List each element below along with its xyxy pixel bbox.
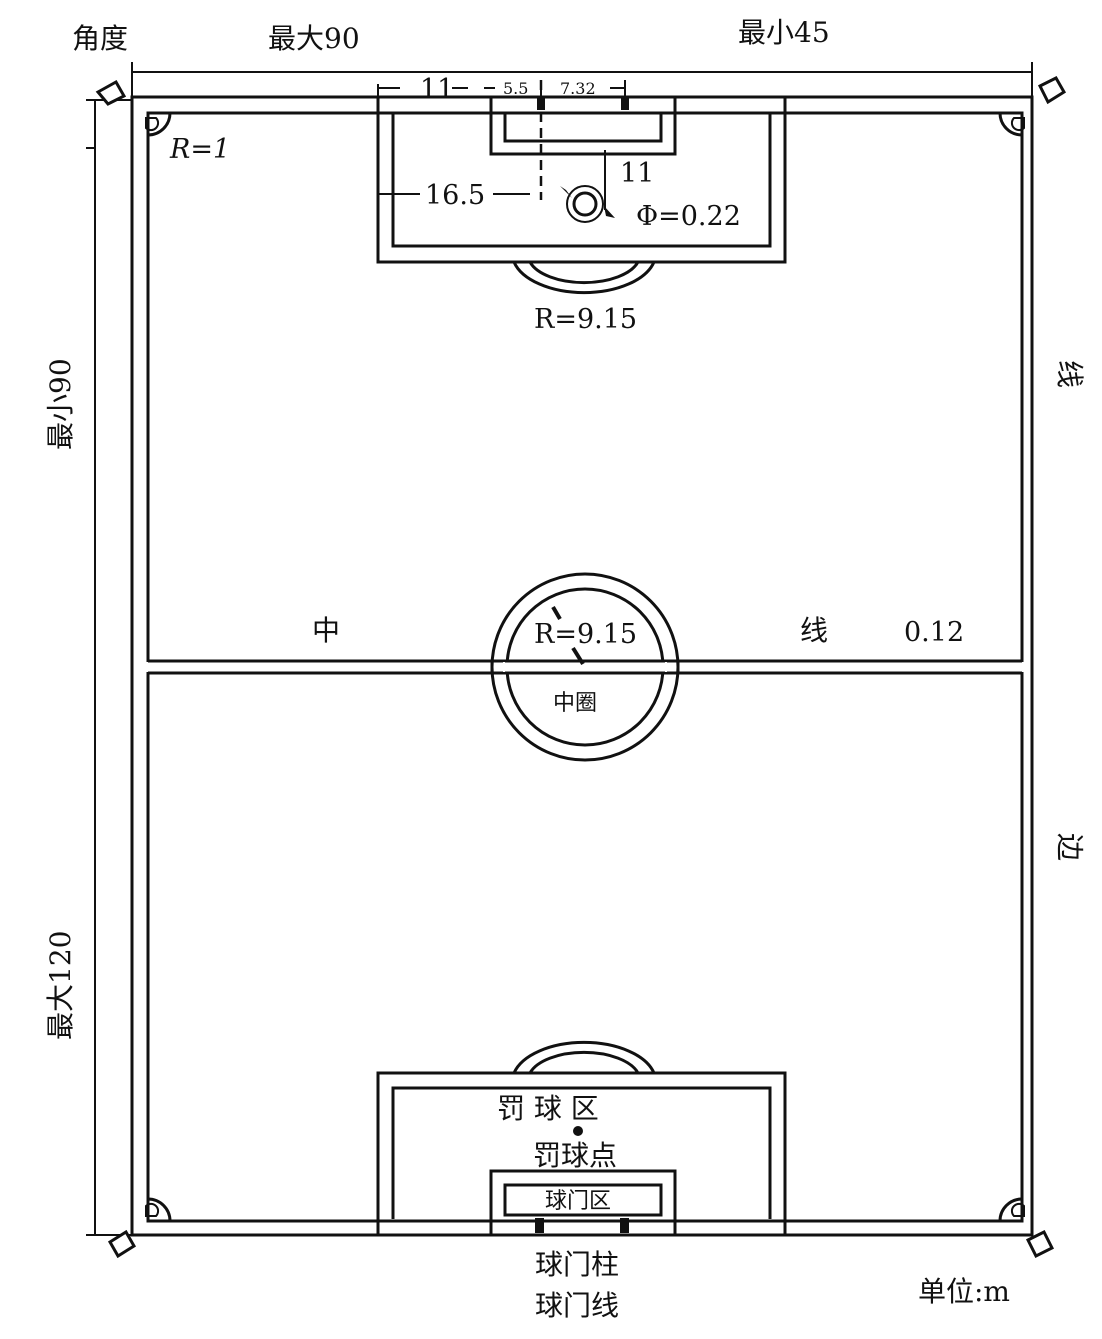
goal-post-right bbox=[620, 1218, 629, 1233]
dim-11-spot: 11 bbox=[620, 158, 654, 189]
center-circle-label: 中圈 bbox=[553, 691, 597, 716]
ball-icon bbox=[572, 191, 598, 217]
goal-line-label: 球门线 bbox=[535, 1289, 619, 1322]
bottom-penalty-area bbox=[376, 1040, 787, 1235]
top-goal-area bbox=[489, 97, 677, 156]
penalty-spot-label: 罚球点 bbox=[533, 1139, 617, 1172]
corner-flag-icons bbox=[95, 76, 1067, 1259]
goal-dimension-ticks bbox=[377, 80, 629, 110]
top-penalty-details bbox=[378, 80, 615, 223]
penalty-area-label: 罚 球 区 bbox=[497, 1092, 599, 1125]
top-penalty-area bbox=[376, 97, 787, 295]
dim-11-top: 11 bbox=[420, 74, 454, 105]
left-dimension bbox=[86, 99, 132, 1236]
center-radius-label: R=9.15 bbox=[534, 619, 637, 650]
corner-arcs bbox=[145, 112, 1025, 1222]
dim-7-32: 7.32 bbox=[560, 79, 596, 98]
goal-post-left bbox=[535, 1218, 544, 1233]
max-length-label: 最大120 bbox=[44, 931, 77, 1040]
arc-radius-label: R=9.15 bbox=[534, 304, 637, 335]
top-dimension bbox=[131, 62, 1033, 100]
sideline-label-b: 边 bbox=[1053, 833, 1086, 861]
halfway-label-a: 中 bbox=[312, 614, 340, 647]
ball-diameter-label: Φ=0.22 bbox=[636, 201, 741, 232]
angle-label: 角度 bbox=[72, 22, 128, 55]
pitch-outer-boundary bbox=[130, 95, 1034, 1237]
corner-radius-label: R=1 bbox=[169, 134, 230, 165]
min-length-label: 最小90 bbox=[44, 358, 77, 450]
bottom-goal-area bbox=[489, 1169, 677, 1235]
goal-area-label: 球门区 bbox=[545, 1189, 611, 1214]
dim-16-5: 16.5 bbox=[425, 180, 485, 211]
goal-post-label: 球门柱 bbox=[535, 1248, 619, 1281]
max-width-label: 最大90 bbox=[268, 22, 360, 55]
min-width-label: 最小45 bbox=[738, 16, 830, 49]
unit-label: 单位:m bbox=[918, 1275, 1010, 1308]
penalty-spot bbox=[573, 1126, 583, 1136]
center-circle bbox=[490, 572, 680, 762]
sideline-label-a: 线 bbox=[1053, 360, 1086, 388]
halfway-label-b: 线 bbox=[800, 614, 828, 647]
dim-5-5: 5.5 bbox=[503, 79, 528, 98]
line-width-label: 0.12 bbox=[904, 617, 964, 648]
